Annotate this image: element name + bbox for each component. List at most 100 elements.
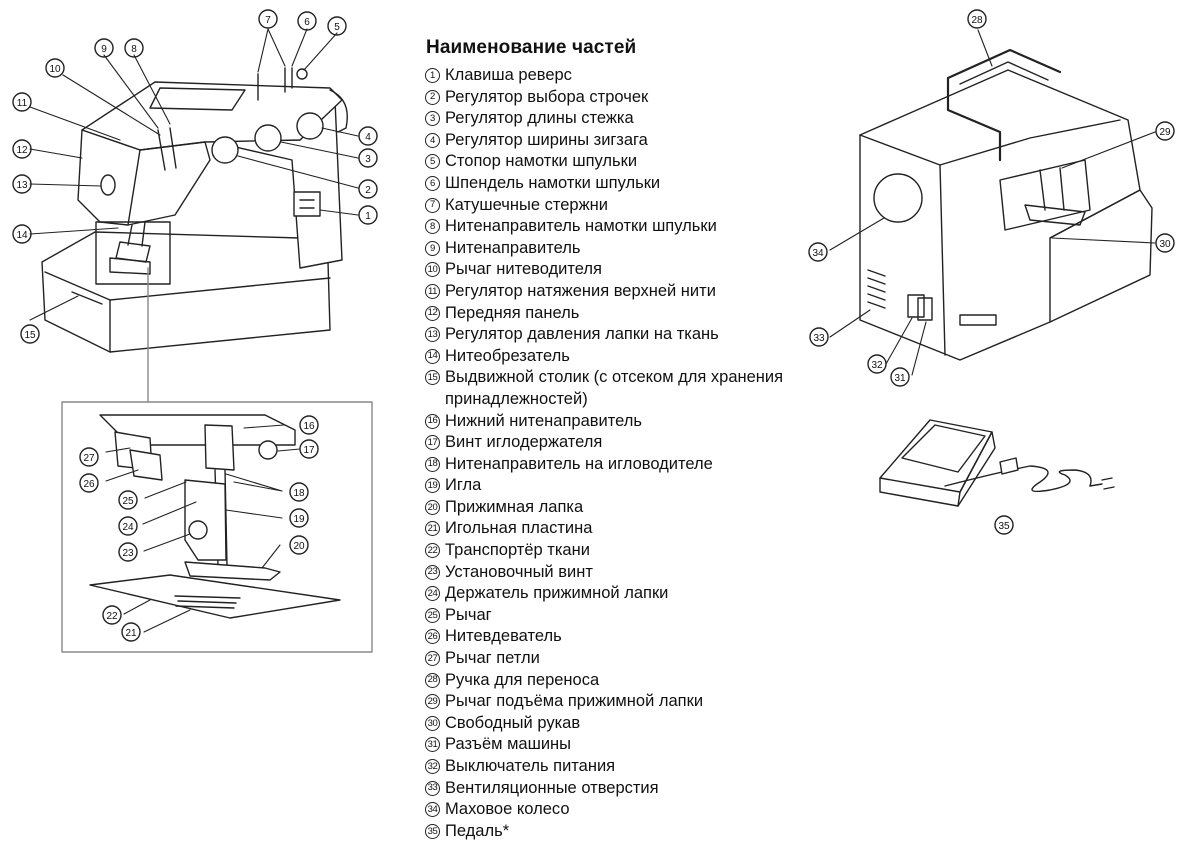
callout-12 [12, 139, 32, 159]
part-number-badge: 21 [425, 521, 440, 537]
callout-4 [358, 126, 378, 146]
part-label: Нитенаправитель [445, 238, 581, 257]
callout-34 [808, 242, 828, 262]
callout-number: 32 [871, 360, 883, 371]
part-label: Педаль* [445, 821, 510, 840]
part-item: 22 Транспортёр ткани [424, 540, 854, 562]
callout-15 [20, 324, 40, 344]
callout-number: 13 [16, 180, 28, 191]
callout-number: 6 [304, 17, 310, 28]
callout-25 [118, 490, 138, 510]
callout-number: 5 [334, 22, 340, 33]
part-number-badge: 28 [425, 672, 440, 688]
callout-number: 19 [293, 514, 305, 525]
callout-8 [124, 38, 144, 58]
callout-number: 31 [894, 373, 906, 384]
rear-view-machine [859, 48, 1153, 361]
callout-9 [94, 38, 114, 58]
part-label: Рычаг нитеводителя [445, 260, 602, 279]
callout-number: 10 [49, 64, 61, 75]
part-number-badge: 11 [425, 283, 440, 299]
callout-30 [1155, 233, 1175, 253]
part-number-badge: 29 [425, 694, 440, 710]
callout-26 [79, 473, 99, 493]
part-number-badge: 5 [425, 154, 440, 170]
part-number-badge: 31 [425, 737, 440, 753]
part-label: Прижимная лапка [445, 497, 584, 516]
part-label: Нитевдеватель [445, 627, 562, 646]
part-item: 20 Прижимная лапка [424, 497, 854, 519]
callout-number: 23 [122, 548, 134, 559]
callout-29 [1155, 121, 1175, 141]
callout-1 [358, 205, 378, 225]
part-number-badge: 23 [425, 564, 440, 580]
callout-number: 25 [122, 496, 134, 507]
part-number-badge: 2 [425, 89, 440, 105]
part-label: Свободный рукав [445, 713, 581, 732]
callout-21 [121, 622, 141, 642]
part-label: Винт иглодержателя [445, 433, 603, 452]
part-number-badge: 20 [425, 499, 440, 515]
callout-19 [289, 508, 309, 528]
callout-31 [890, 367, 910, 387]
part-label: Клавиша реверс [445, 66, 572, 84]
callout-5 [327, 16, 347, 36]
callout-28 [967, 9, 987, 29]
part-number-badge: 1 [425, 68, 440, 83]
callout-number: 17 [303, 445, 315, 456]
part-item: 11 Регулятор натяжения верхней нити [424, 281, 854, 303]
front-view-machine [41, 67, 348, 353]
part-label: Транспортёр ткани [445, 541, 590, 560]
callout-35 [994, 515, 1014, 535]
callout-3 [358, 148, 378, 168]
callout-number: 11 [17, 98, 28, 109]
callout-number: 18 [293, 488, 305, 499]
callout-32 [867, 354, 887, 374]
part-item: 1 Клавиша реверс [424, 65, 854, 87]
callout-number: 12 [16, 145, 28, 156]
callout-number: 28 [971, 15, 983, 26]
callout-number: 33 [813, 333, 825, 344]
callout-33 [809, 327, 829, 347]
needle-detail-frame [61, 401, 373, 653]
part-number-badge: 24 [425, 586, 440, 602]
part-label: Нитеобрезатель [445, 346, 570, 365]
callout-13 [12, 174, 32, 194]
callout-24 [118, 516, 138, 536]
part-label: Нижний нитенаправитель [445, 411, 642, 430]
part-number-badge: 16 [425, 413, 440, 429]
callout-11 [12, 92, 32, 112]
part-item: 14 Нитеобрезатель [424, 346, 854, 368]
callout-14 [12, 224, 32, 244]
part-label: Выдвижной столик (с отсеком для хранения… [445, 368, 784, 408]
part-item: 21 Игольная пластина [424, 518, 854, 540]
callout-23 [118, 542, 138, 562]
part-number-badge: 19 [425, 478, 440, 494]
part-number-badge: 22 [425, 543, 440, 559]
part-number-badge: 14 [425, 348, 440, 364]
callout-number: 7 [265, 15, 271, 26]
callout-16 [299, 415, 319, 435]
part-label: Регулятор натяжения верхней нити [445, 281, 716, 300]
callout-number: 16 [303, 421, 315, 432]
part-label: Разъём машины [445, 735, 572, 754]
part-label: Игольная пластина [445, 519, 593, 538]
callout-number: 29 [1159, 127, 1171, 138]
part-number-badge: 35 [425, 823, 440, 839]
callout-number: 2 [365, 185, 371, 196]
callout-18 [289, 482, 309, 502]
